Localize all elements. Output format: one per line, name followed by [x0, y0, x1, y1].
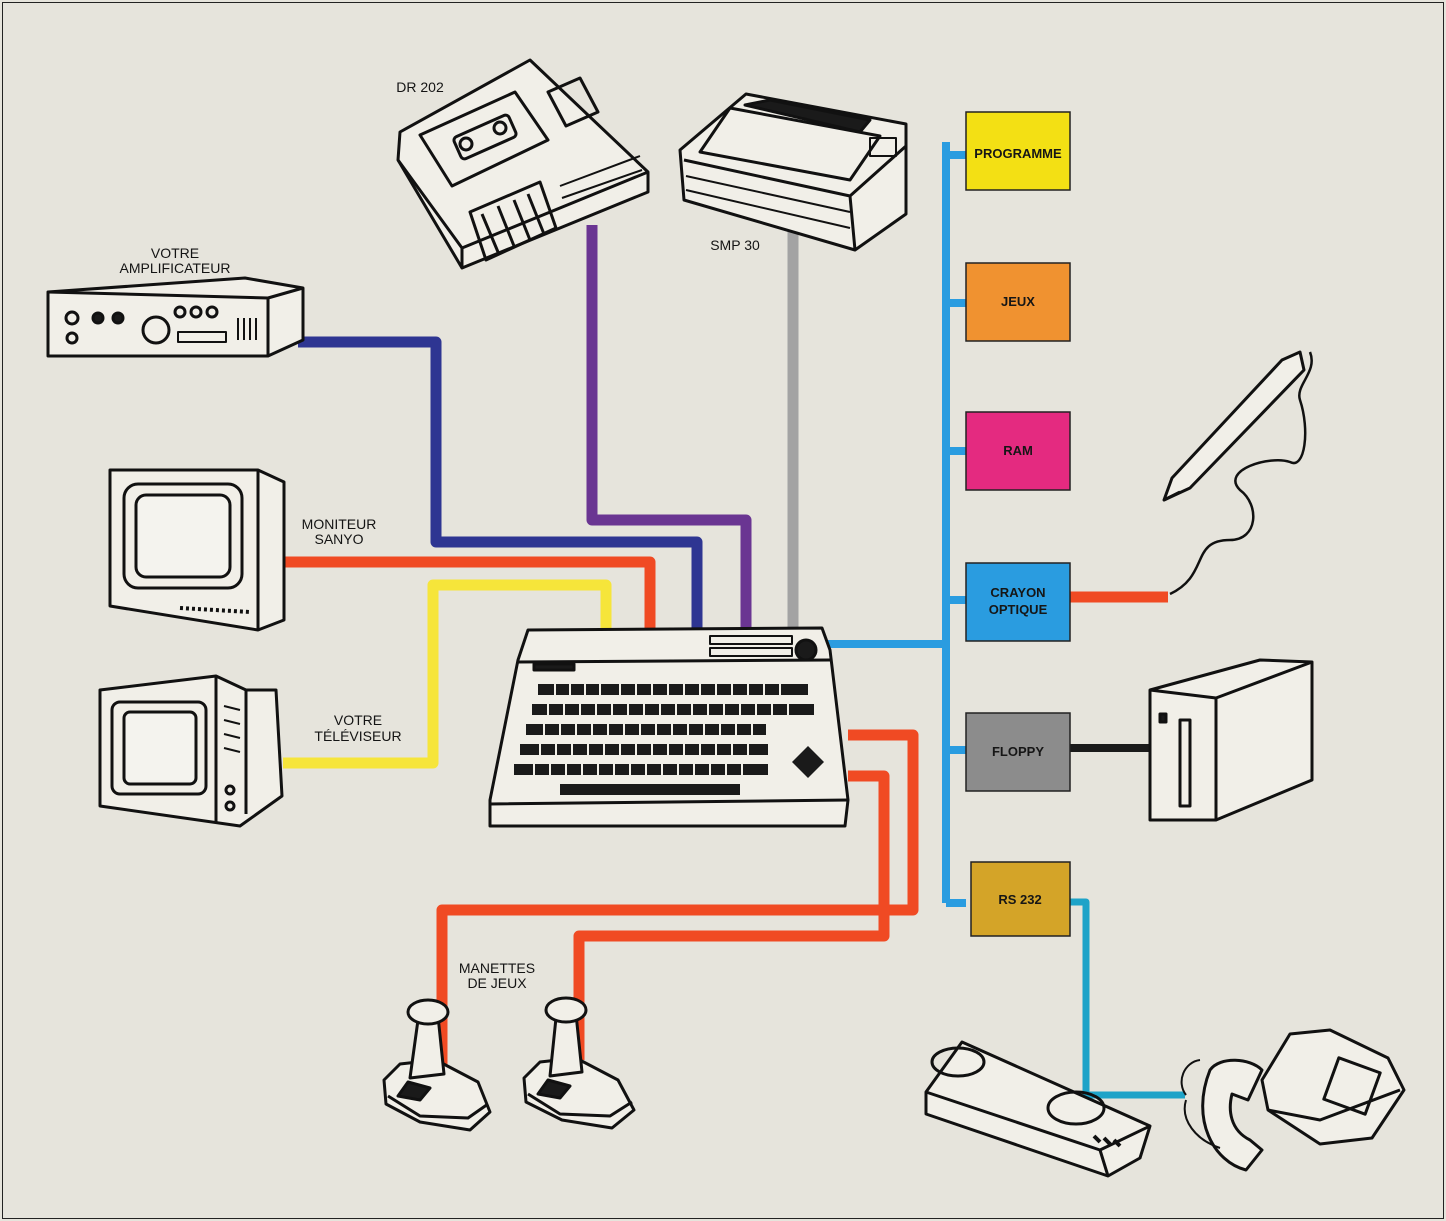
module-jeux-label: JEUX — [1001, 294, 1035, 309]
expansion-modules: PROGRAMME JEUX RAM CRAYON OPTIQUE FLOPPY… — [966, 112, 1070, 936]
module-jeux: JEUX — [966, 263, 1070, 341]
label-tv-1: VOTRE — [334, 712, 382, 728]
cable-modem — [1070, 902, 1185, 1095]
telephone-illustration — [1182, 1030, 1404, 1170]
joystick-illustration-1 — [384, 1000, 490, 1130]
module-crayon-optique-label-2: OPTIQUE — [989, 602, 1048, 617]
monitor-illustration — [110, 470, 284, 630]
label-amplifier-1: VOTRE — [151, 245, 199, 261]
module-programme-label: PROGRAMME — [974, 146, 1062, 161]
joystick-illustration-2 — [524, 998, 634, 1128]
msx-computer-illustration — [490, 628, 848, 826]
label-amplifier-2: AMPLIFICATEUR — [120, 260, 231, 276]
modem-illustration — [926, 1042, 1150, 1176]
module-ram-label: RAM — [1003, 443, 1033, 458]
module-programme: PROGRAMME — [966, 112, 1070, 190]
label-printer: SMP 30 — [710, 237, 760, 253]
module-rs232: RS 232 — [971, 862, 1070, 936]
cable-cassette — [592, 225, 746, 628]
module-ram: RAM — [966, 412, 1070, 490]
label-monitor-2: SANYO — [314, 531, 363, 547]
floppy-drive-illustration — [1150, 660, 1312, 820]
label-monitor-1: MONITEUR — [302, 516, 377, 532]
module-floppy: FLOPPY — [966, 713, 1070, 791]
label-joysticks-1: MANETTES — [459, 960, 535, 976]
label-tv-2: TÉLÉVISEUR — [314, 728, 401, 744]
label-cassette: DR 202 — [396, 79, 444, 95]
light-pen-illustration — [1164, 352, 1312, 594]
printer-illustration — [680, 94, 906, 250]
label-joysticks-2: DE JEUX — [467, 975, 527, 991]
module-crayon-optique-label-1: CRAYON — [990, 585, 1045, 600]
cable-monitor — [284, 562, 650, 628]
tv-illustration — [100, 676, 282, 826]
amplifier-illustration — [48, 278, 303, 356]
module-crayon-optique: CRAYON OPTIQUE — [966, 563, 1070, 641]
module-rs232-label: RS 232 — [998, 892, 1041, 907]
module-floppy-label: FLOPPY — [992, 744, 1044, 759]
